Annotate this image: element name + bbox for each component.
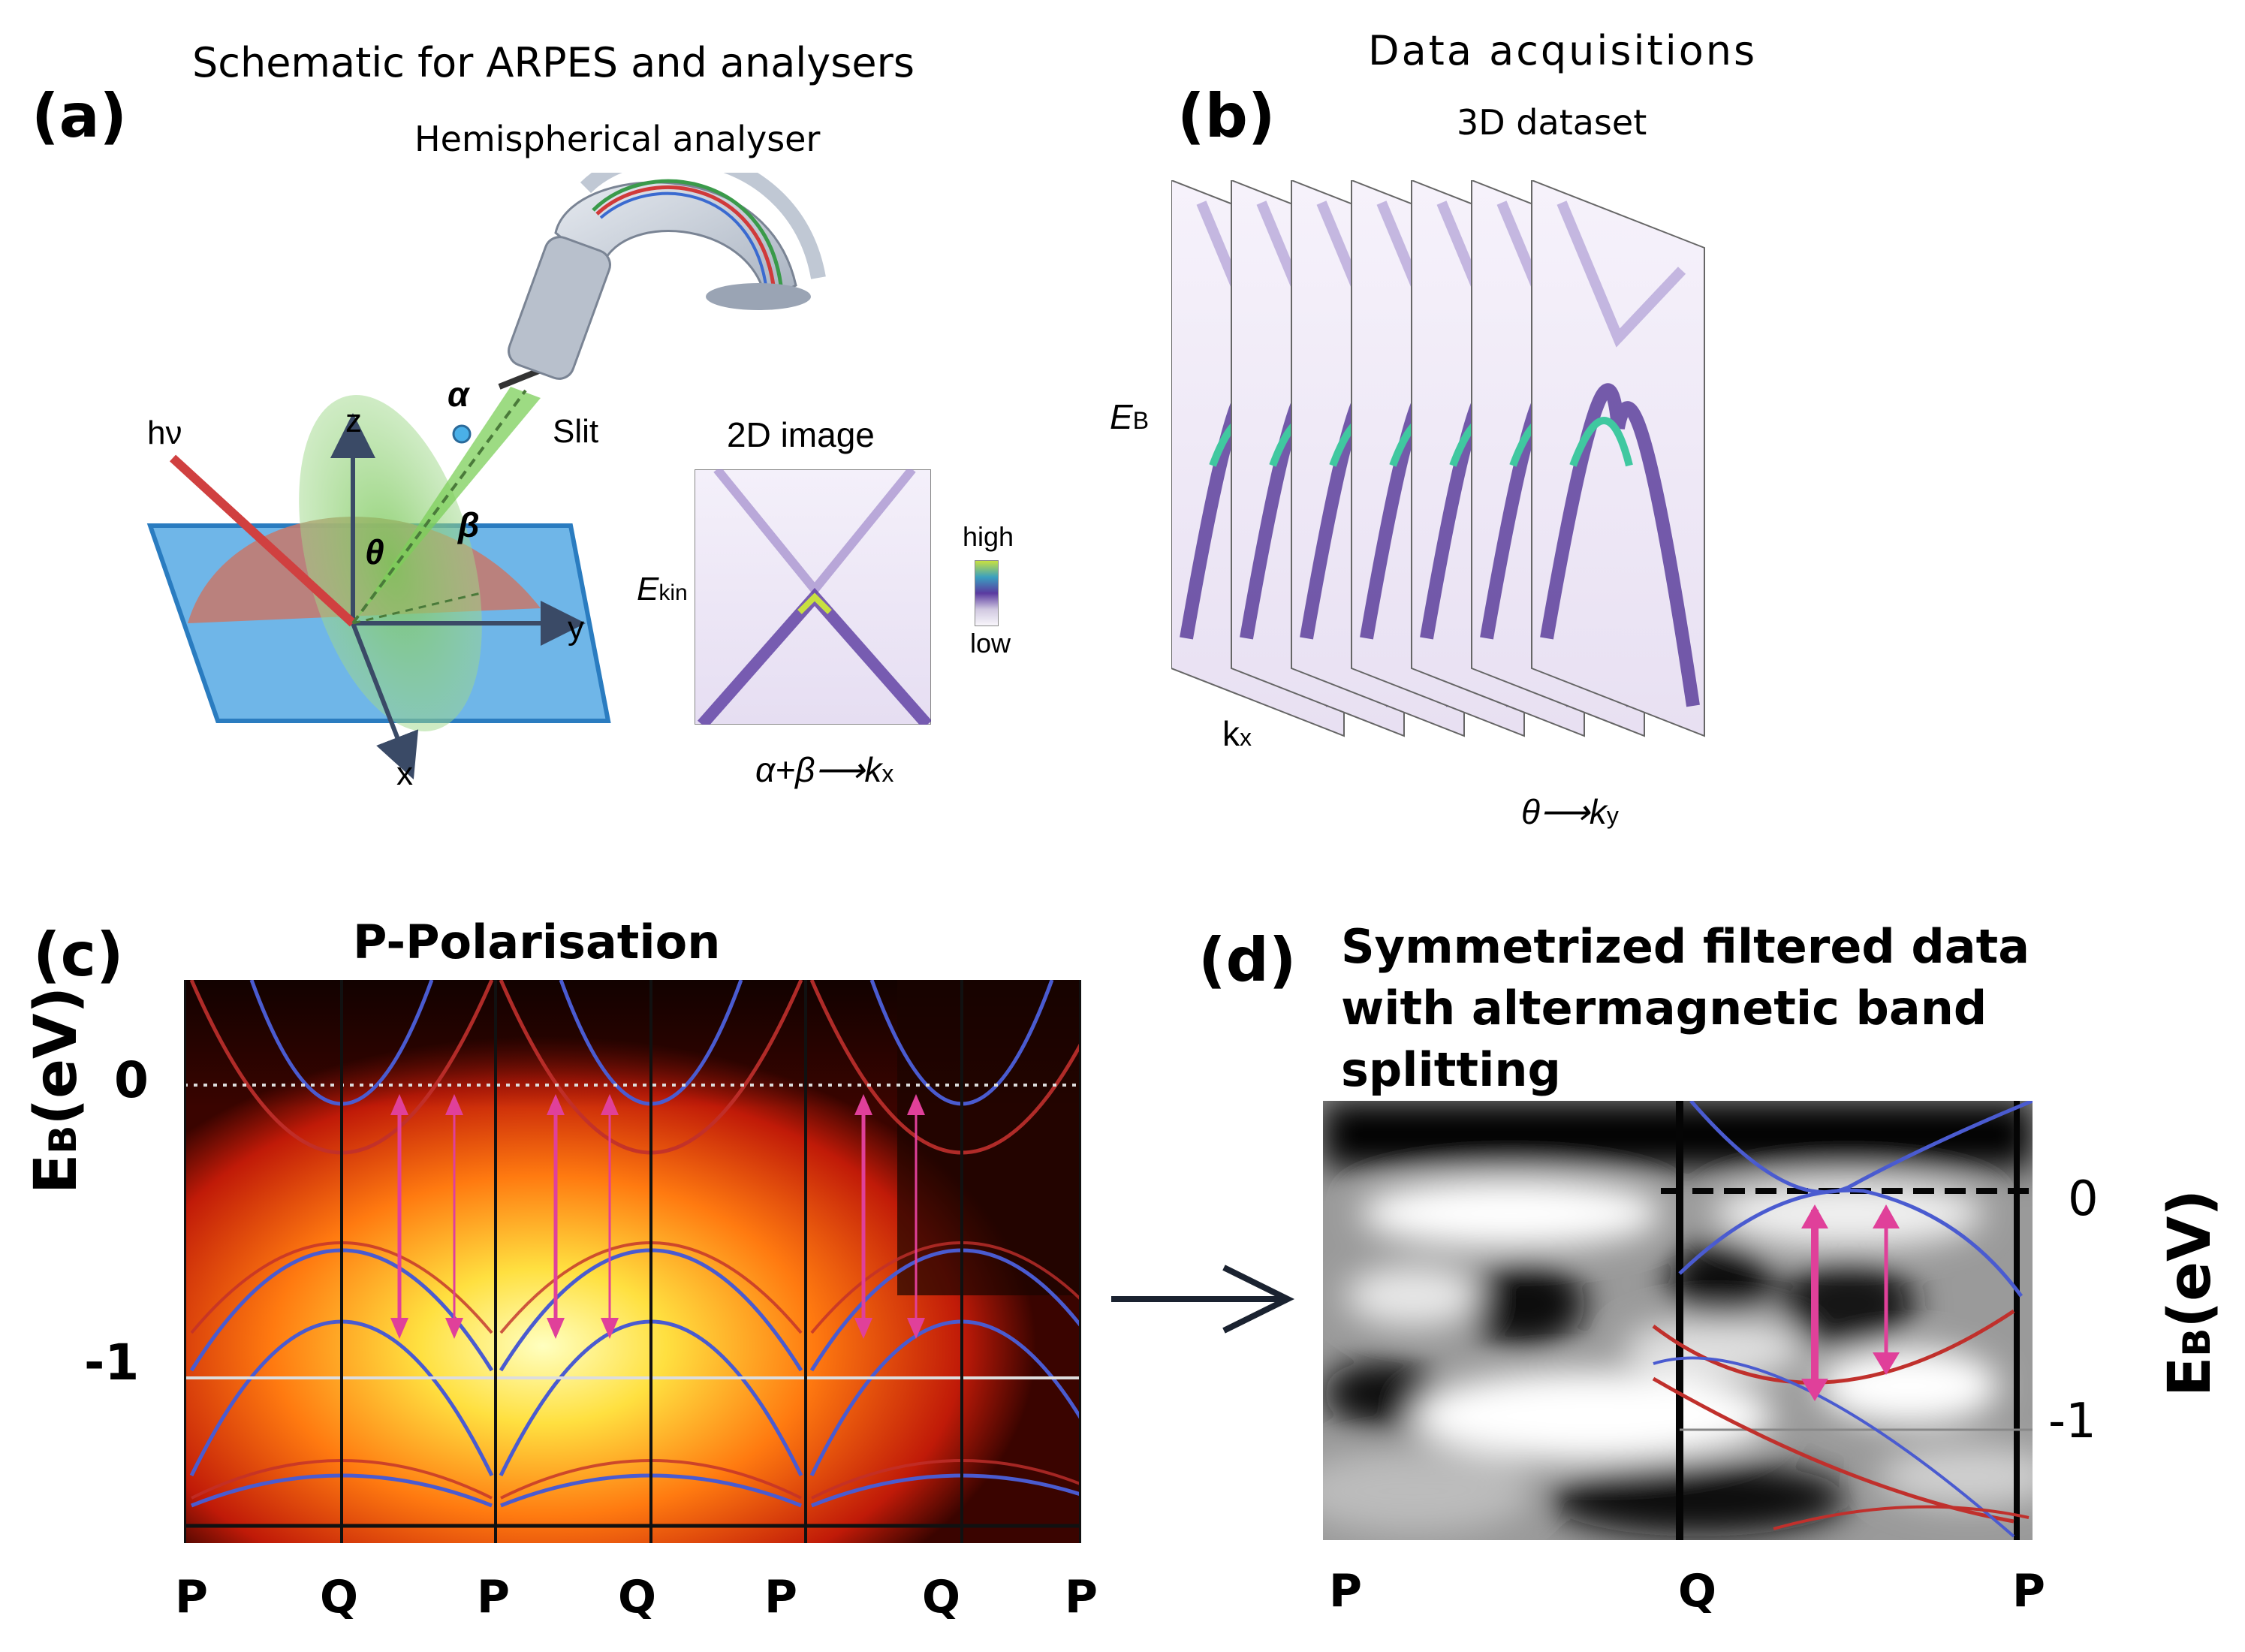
ekin-label: Ekin <box>637 571 688 607</box>
d-xtick: P <box>2012 1565 2045 1617</box>
dataset-slice <box>1531 180 1705 737</box>
slit-label: Slit <box>553 413 599 450</box>
panel-c-plot <box>184 980 1081 1543</box>
c-xtick: P <box>477 1571 510 1623</box>
panel-d-title-line3: splitting <box>1341 1042 1561 1097</box>
2d-image-xaxis-label: α+β⟶kx <box>755 750 894 789</box>
d-ytick-0: 0 <box>2068 1171 2099 1227</box>
theta-ky-label: θ⟶ky <box>1521 792 1619 831</box>
c-ytick-0: 0 <box>114 1051 149 1109</box>
c-xtick: Q <box>320 1571 359 1623</box>
z-axis-label: z <box>345 402 362 439</box>
arpes-schematic <box>146 173 826 779</box>
hv-label: hν <box>147 415 182 451</box>
electron-dot <box>452 424 472 444</box>
c-xtick: P <box>175 1571 208 1623</box>
panel-d-title-line2: with altermagnetic band <box>1341 981 1987 1036</box>
c-xtick: Q <box>618 1571 657 1623</box>
colorbar-high-label: high <box>963 521 1014 552</box>
splitting-arrow <box>547 1094 565 1339</box>
splitting-arrow <box>1873 1204 1900 1375</box>
y-axis-label: y <box>568 610 584 647</box>
splitting-arrow <box>1801 1204 1828 1401</box>
c-ytick-1: -1 <box>84 1334 140 1391</box>
panel-d-plot <box>1323 1101 2033 1540</box>
splitting-arrow <box>390 1094 408 1339</box>
kx-label-b: kx <box>1222 714 1252 753</box>
c-xtick: P <box>1065 1571 1098 1623</box>
c-xtick: Q <box>922 1571 961 1623</box>
alpha-label: α <box>447 375 469 414</box>
splitting-arrow <box>854 1094 872 1339</box>
panel-a-label: (a) <box>32 81 128 151</box>
hemispherical-analyser <box>508 173 826 380</box>
x-axis-label: x <box>396 755 413 792</box>
panel-b-subtitle: 3D dataset <box>1457 102 1647 143</box>
d-xtick: P <box>1329 1565 1362 1617</box>
panel-d-title-line1: Symmetrized filtered data <box>1341 919 2030 974</box>
panel-a-subtitle: Hemispherical analyser <box>414 119 821 159</box>
panel-c-label: (c) <box>33 920 124 990</box>
2d-image-spectrum <box>695 469 931 725</box>
d-ytick-1: -1 <box>2048 1394 2096 1449</box>
emission-lobe <box>299 395 482 731</box>
c-xtick: P <box>764 1571 797 1623</box>
transition-arrow <box>1111 1265 1295 1334</box>
splitting-arrow <box>445 1094 463 1339</box>
panel-b-label: (b) <box>1177 81 1276 151</box>
panel-d-label: (d) <box>1198 925 1297 995</box>
eb-label-b: EB <box>1110 397 1150 436</box>
panel-b-title: Data acquisitions <box>1368 27 1758 74</box>
splitting-arrow <box>907 1094 925 1339</box>
electron-cone <box>353 387 541 623</box>
beta-label: β <box>458 505 480 544</box>
colorbar-low-label: low <box>970 628 1011 659</box>
colorbar <box>975 560 999 626</box>
2d-image-title: 2D image <box>727 415 875 454</box>
photon-beam <box>169 454 357 627</box>
3d-dataset-stack <box>1171 180 1705 737</box>
panel-a-title: Schematic for ARPES and analysers <box>192 39 915 86</box>
theta-label: θ <box>365 532 384 571</box>
splitting-arrow <box>601 1094 619 1339</box>
panel-c-title: P-Polarisation <box>353 915 721 969</box>
d-xtick: Q <box>1678 1565 1717 1617</box>
